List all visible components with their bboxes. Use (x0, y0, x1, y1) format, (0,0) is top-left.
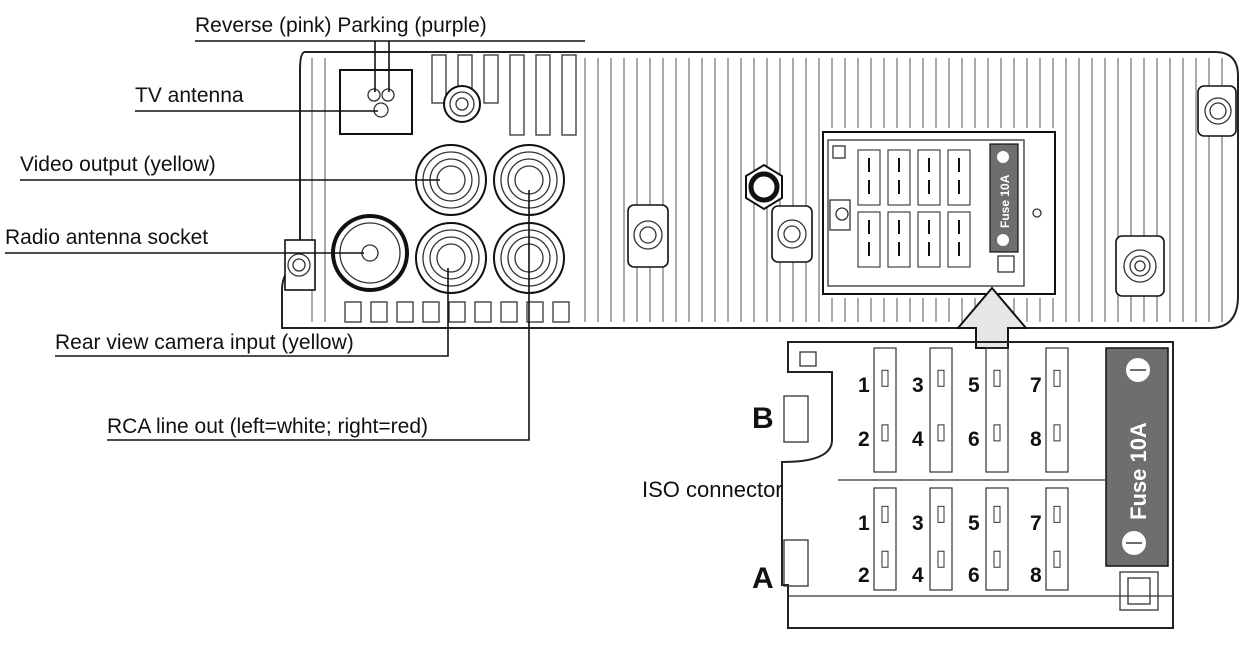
pin-slot (929, 347, 953, 473)
screw-boss-4 (1115, 235, 1165, 297)
pin-b5: 5 (968, 374, 980, 397)
mini-pin-slot (917, 149, 941, 206)
vent-square (396, 301, 414, 323)
iso-connector-label: ISO connector (642, 477, 783, 502)
pin-a2: 2 (858, 564, 870, 587)
pin-a6: 6 (968, 564, 980, 587)
pin-slot (1045, 347, 1069, 473)
vent-square (344, 301, 362, 323)
pin-a1: 1 (858, 512, 870, 535)
bank-a-label: A (752, 562, 774, 595)
pin-contact (1053, 550, 1061, 568)
bank-b-label: B (752, 402, 774, 435)
screw-boss-1 (443, 85, 481, 123)
panel-fuse-label: Fuse 10A (998, 174, 1012, 228)
screw-boss-3 (771, 205, 813, 263)
rca-line-out-label: RCA line out (left=white; right=red) (107, 415, 428, 438)
radio-antenna-label: Radio antenna socket (5, 226, 208, 249)
pin-contact (993, 424, 1001, 442)
vent-square (552, 301, 570, 323)
pin-b2: 2 (858, 428, 870, 451)
pin-b3: 3 (912, 374, 924, 397)
tv-antenna-label: TV antenna (135, 84, 244, 107)
reverse-parking-label: Reverse (pink) Parking (purple) (195, 14, 487, 37)
mini-pin-slot (947, 211, 971, 268)
pin-contact (881, 369, 889, 387)
vent-square (370, 301, 388, 323)
mini-pin-slot (887, 211, 911, 268)
panel-iso-socket: Fuse 10A (822, 131, 1056, 295)
screw-boss-5 (1197, 85, 1237, 137)
video-output-label: Video output (yellow) (20, 153, 216, 176)
screw-boss-2 (627, 204, 669, 268)
pin-contact (881, 424, 889, 442)
mini-pin-slot (887, 149, 911, 206)
fuse-label: Fuse 10A (1126, 422, 1151, 520)
rca-jack-rear-camera (415, 222, 487, 294)
pin-contact (1053, 369, 1061, 387)
insert-arrow (955, 286, 1029, 349)
pin-slot (873, 347, 897, 473)
mini-pin-slot (857, 211, 881, 268)
vent-square (448, 301, 466, 323)
pin-slot (873, 487, 897, 591)
panel-iso-pins (857, 149, 971, 268)
pin-a7: 7 (1030, 512, 1042, 535)
pin-a5: 5 (968, 512, 980, 535)
pin-contact (1053, 505, 1061, 523)
callout-lines (5, 40, 585, 441)
pin-b8: 8 (1030, 428, 1042, 451)
vent-square (474, 301, 492, 323)
pin-contact (1053, 424, 1061, 442)
mini-pin-slot (917, 211, 941, 268)
pin-contact (937, 550, 945, 568)
pin-b1: 1 (858, 374, 870, 397)
pin-contact (881, 550, 889, 568)
top-vent-squares (431, 54, 577, 136)
mini-pin-slot (857, 149, 881, 206)
iso-pin-slots (873, 347, 1069, 591)
pin-slot (985, 487, 1009, 591)
pin-b4: 4 (912, 428, 924, 451)
pin-contact (937, 505, 945, 523)
pin-a3: 3 (912, 512, 924, 535)
pin-slot (929, 487, 953, 591)
pin-contact (993, 369, 1001, 387)
vent-square (526, 301, 544, 323)
pin-slot (985, 347, 1009, 473)
hex-bolt (745, 163, 783, 211)
rear-panel: Fuse 10A (281, 51, 1239, 329)
pin-contact (937, 369, 945, 387)
pin-contact (937, 424, 945, 442)
bottom-vent-squares (344, 301, 570, 323)
reverse-parking-tv-connector (339, 69, 413, 135)
pin-b7: 7 (1030, 374, 1042, 397)
screw-boss-left (284, 239, 316, 291)
iso-connector: Fuse 10A 1 3 5 7 2 4 6 8 1 3 5 7 2 4 6 8… (752, 341, 1174, 629)
vent-square (422, 301, 440, 323)
vent-square (500, 301, 518, 323)
fuse-strip (1105, 347, 1169, 567)
pin-contact (881, 505, 889, 523)
mini-pin-slot (947, 149, 971, 206)
rear-camera-label: Rear view camera input (yellow) (55, 331, 354, 354)
pin-a8: 8 (1030, 564, 1042, 587)
pin-contact (993, 505, 1001, 523)
pin-slot (1045, 487, 1069, 591)
pin-b6: 6 (968, 428, 980, 451)
pin-contact (993, 550, 1001, 568)
pin-a4: 4 (912, 564, 924, 587)
